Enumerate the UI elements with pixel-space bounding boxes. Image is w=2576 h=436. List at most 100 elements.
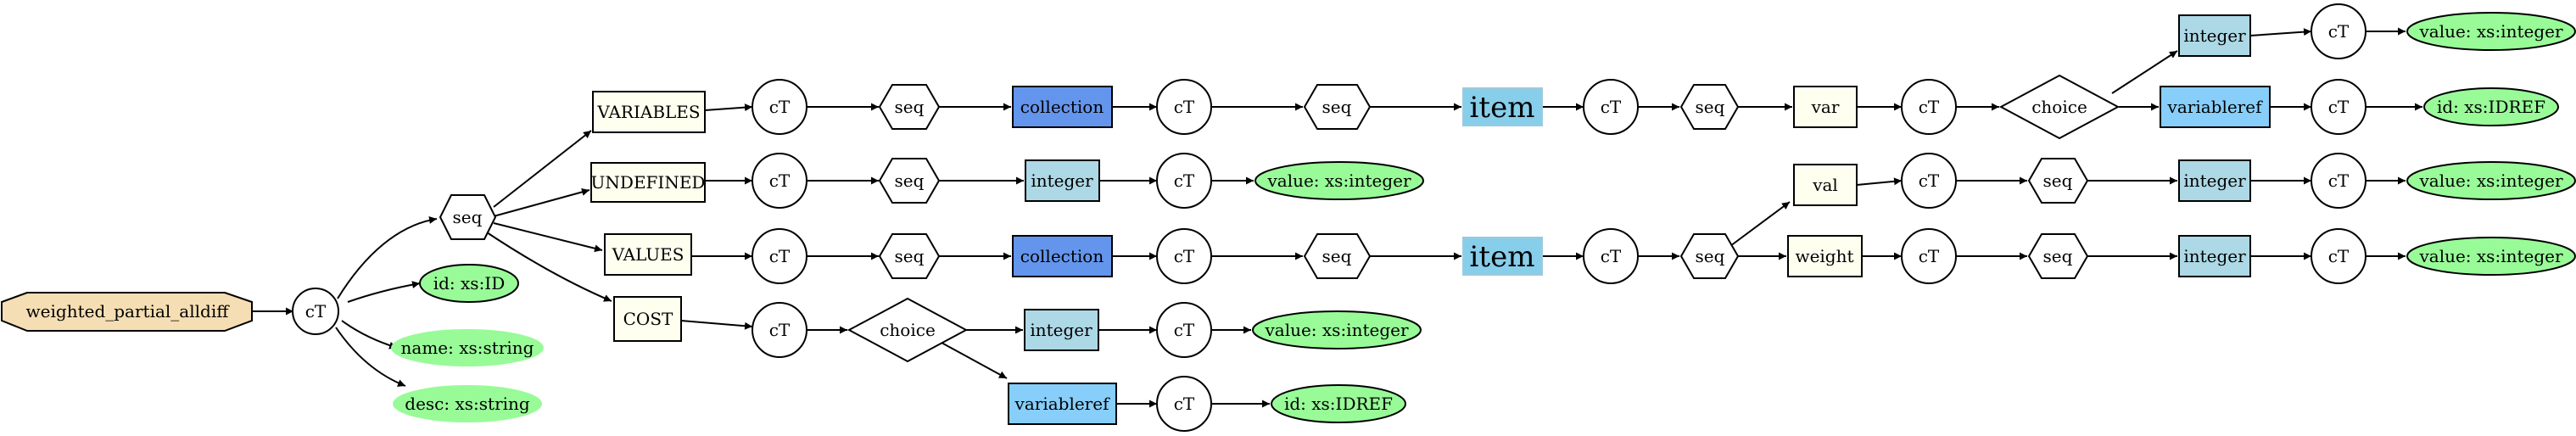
attribute-node-shape [1271, 384, 1406, 423]
ct-node-shape [752, 302, 807, 358]
ct-node-shape [2311, 3, 2366, 59]
ct-node-label: cT [2328, 21, 2350, 42]
item-node-label: item [1470, 91, 1535, 125]
collection-node-shape [1012, 86, 1113, 128]
attribute-node-shape [419, 264, 519, 303]
element-box-label: COST [623, 309, 673, 329]
seq-node-shape [1303, 84, 1372, 130]
seq-node-label: seq [453, 207, 483, 227]
integer-node-label: integer [1030, 320, 1092, 340]
integer-node-shape [2178, 235, 2251, 277]
choice-node-label: choice [880, 320, 936, 340]
ct-node-shape [2311, 228, 2366, 284]
ct-node-shape [1901, 228, 1957, 284]
ct-node-shape [1583, 79, 1639, 135]
ct-node-label: cT [1919, 170, 1940, 191]
ct-node-label: cT [1174, 394, 1195, 414]
edge [493, 188, 590, 217]
attribute-node-shape [1252, 310, 1422, 349]
edge [1856, 177, 1903, 186]
attribute-node-label: value: xs:integer [2418, 170, 2563, 191]
seq-node-label: seq [2043, 170, 2073, 191]
ct-node-shape [752, 79, 807, 135]
ct-node-shape [752, 228, 807, 284]
collection-node-label: collection [1020, 97, 1104, 117]
integer-node-shape [1024, 309, 1099, 351]
element-box-shape [1787, 235, 1863, 277]
attribute-node-label: id: xs:IDREF [2437, 97, 2545, 117]
edge [2111, 50, 2178, 94]
edge [347, 281, 421, 303]
seq-node-label: seq [1322, 246, 1352, 266]
edge [337, 215, 438, 299]
attribute-node-label: id: xs:ID [433, 273, 506, 293]
integer-node-shape [2178, 159, 2251, 202]
variableref-node-label: variableref [1014, 394, 1111, 414]
seq-node-label: seq [2043, 246, 2073, 266]
seq-node-shape [1679, 233, 1740, 279]
edge [2249, 28, 2312, 36]
item-node-label: item [1470, 240, 1535, 274]
ct-node-label: cT [1601, 246, 1622, 266]
ct-node-shape [752, 153, 807, 209]
ct-node-label: cT [1174, 97, 1195, 117]
element-box-shape [590, 162, 706, 203]
edge [481, 228, 612, 302]
edge [680, 320, 753, 330]
ct-node-label: cT [305, 301, 327, 321]
ct-node-shape [2311, 153, 2366, 209]
attribute-node-shape [2406, 237, 2576, 276]
seq-node-shape [1303, 233, 1372, 279]
ct-node-label: cT [2328, 170, 2350, 191]
ct-node-shape [1583, 228, 1639, 284]
edge [335, 327, 406, 387]
attribute-node-shape [393, 385, 542, 422]
variableref-node-label: variableref [2167, 97, 2264, 117]
seq-node-label: seq [1696, 246, 1725, 266]
attribute-node-label: value: xs:integer [1264, 320, 1409, 340]
collection-node-label: collection [1020, 246, 1104, 266]
seq-node-shape [1679, 84, 1740, 130]
seq-node-label: seq [1322, 97, 1352, 117]
attribute-node-shape [2423, 87, 2559, 126]
element-box-label: val [1812, 175, 1838, 195]
ct-node-label: cT [769, 97, 791, 117]
element-box-label: var [1811, 97, 1840, 117]
element-box-shape [613, 296, 682, 342]
root-node-shape [0, 292, 253, 332]
seq-node-shape [878, 158, 941, 204]
integer-node-label: integer [2183, 25, 2246, 46]
ct-node-label: cT [1919, 246, 1940, 266]
ct-node-label: cT [769, 246, 791, 266]
integer-node-label: integer [2183, 246, 2246, 266]
item-node-shape [1462, 87, 1543, 126]
seq-node-label: seq [1696, 97, 1725, 117]
ct-node-shape [1156, 153, 1212, 209]
edge [704, 103, 753, 112]
ct-node-shape [1901, 79, 1957, 135]
ct-node-label: cT [1174, 320, 1195, 340]
seq-node-label: seq [895, 246, 925, 266]
element-box-shape [1793, 164, 1858, 206]
ct-node-shape [1156, 79, 1212, 135]
integer-node-shape [1025, 159, 1100, 202]
integer-node-label: integer [1031, 170, 1093, 191]
ct-node-label: cT [1174, 246, 1195, 266]
edges [252, 27, 2422, 408]
element-box-label: VARIABLES [596, 102, 700, 122]
element-box-label: weight [1795, 246, 1853, 266]
integer-node-label: integer [2183, 170, 2246, 191]
choice-node-shape [847, 297, 969, 363]
edge [341, 320, 398, 349]
ct-node-shape [1156, 376, 1212, 432]
collection-node-shape [1012, 235, 1113, 277]
variableref-node-shape [2160, 86, 2271, 128]
choice-node-shape [1998, 74, 2121, 140]
attribute-node-shape [2406, 12, 2576, 51]
seq-node-shape [878, 84, 941, 130]
attribute-node-label: value: xs:integer [1266, 170, 1411, 191]
seq-node-label: seq [895, 97, 925, 117]
ct-node-shape [1156, 302, 1212, 358]
attribute-node-shape [391, 329, 544, 366]
